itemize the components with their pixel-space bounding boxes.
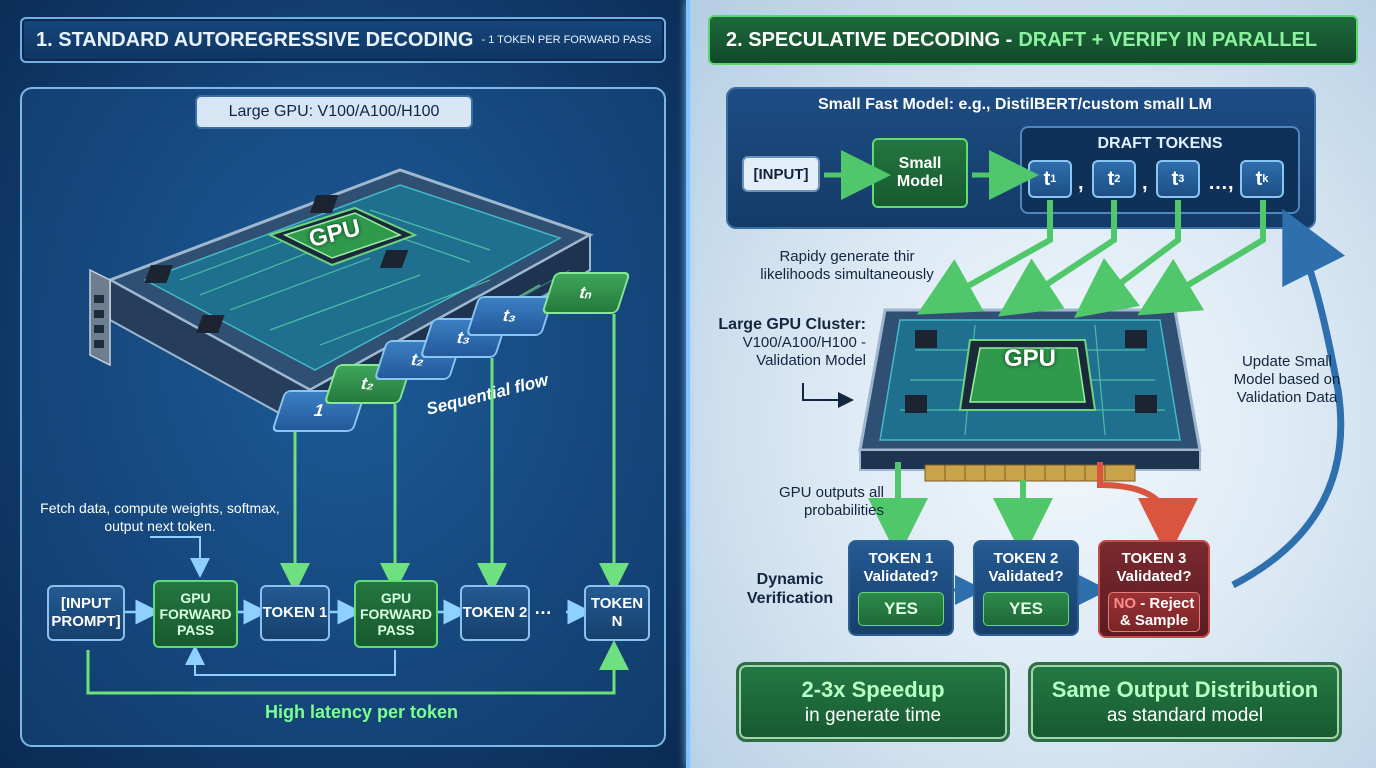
validation-3-reject-text: - Reject [1140, 594, 1195, 612]
draft-sep-2: , [1142, 172, 1148, 194]
right-title-text: 2. SPECULATIVE DECODING - [726, 28, 1013, 51]
validation-1-yes: YES [858, 592, 944, 626]
validation-token-1: TOKEN 1 Validated? YES [848, 540, 954, 636]
gpu-forward-pass-1: GPU FORWARD PASS [153, 580, 238, 648]
draft-token-2-sub: 2 [1114, 173, 1121, 185]
draft-tokens-title: DRAFT TOKENS [1097, 135, 1223, 152]
large-gpu-label: Large GPU: V100/A100/H100 [195, 95, 473, 129]
panel-divider [686, 0, 690, 768]
draft-token-2-text: t [1107, 167, 1115, 190]
draft-sep-1: , [1078, 172, 1084, 194]
fetch-note: Fetch data, compute weights, softmax, ou… [40, 500, 280, 534]
rapid-generate-note: Rapidy generate thir likelihoods simulta… [760, 248, 934, 283]
validation-3-reject: NO - Reject & Sample [1108, 592, 1200, 632]
cluster-title: Large GPU Cluster: [718, 316, 866, 333]
validation-2-yes: YES [983, 592, 1069, 626]
token-n-box: TOKEN N [584, 585, 650, 641]
flow-ellipsis: … [534, 598, 552, 618]
validation-token-2: TOKEN 2 Validated? YES [973, 540, 1079, 636]
speedup-value: 2-3x Speedup [801, 677, 945, 702]
distribution-result: Same Output Distribution as standard mod… [1028, 662, 1342, 742]
speedup-result: 2-3x Speedup in generate time [736, 662, 1010, 742]
gpu-forward-pass-2: GPU FORWARD PASS [354, 580, 438, 648]
speedup-caption: in generate time [804, 705, 942, 726]
left-title-text: 1. STANDARD AUTOREGRESSIVE DECODING [36, 28, 474, 51]
dynamic-verification-label: Dynamic Verification [746, 571, 834, 608]
draft-token-3-text: t [1171, 167, 1179, 190]
right-flow-arrows [802, 150, 1345, 605]
right-title-highlight: DRAFT + VERIFY IN PARALLEL [1018, 28, 1318, 51]
left-flow-arrows [86, 314, 629, 695]
distribution-value: Same Output Distribution [1051, 677, 1319, 702]
cluster-sub: V100/A100/H100 - Validation Model [742, 334, 866, 369]
validation-3-question: TOKEN 3 Validated? [1116, 550, 1192, 585]
draft-token-k-text: t [1255, 167, 1263, 190]
cluster-label: Large GPU Cluster: V100/A100/H100 - Vali… [706, 316, 866, 370]
distribution-caption: as standard model [1106, 705, 1264, 726]
latency-label: High latency per token [265, 702, 459, 722]
validation-3-sample-text: & Sample [1119, 612, 1189, 629]
validation-2-question: TOKEN 2 Validated? [988, 550, 1064, 585]
right-gpu-chip-label: GPU [1003, 345, 1056, 372]
left-title-sub: - 1 TOKEN PER FORWARD PASS [481, 34, 652, 46]
validation-1-question: TOKEN 1 Validated? [863, 550, 939, 585]
draft-token-3-sub: 3 [1178, 173, 1185, 185]
input-prompt-box: [INPUT PROMPT] [47, 585, 125, 641]
right-title: 2. SPECULATIVE DECODING - DRAFT + VERIFY… [708, 15, 1358, 65]
draft-sep-3: …, [1208, 172, 1234, 194]
right-input-box: [INPUT] [742, 156, 820, 192]
token-2-box: TOKEN 2 [460, 585, 530, 641]
draft-token-1-text: t [1043, 167, 1051, 190]
update-model-note: Update Small Model based on Validation D… [1233, 353, 1341, 406]
left-title: 1. STANDARD AUTOREGRESSIVE DECODING - 1 … [20, 17, 666, 63]
validation-token-3: TOKEN 3 Validated? NO - Reject & Sample [1098, 540, 1210, 638]
draft-token-k-sub: k [1262, 173, 1269, 185]
right-gpu-card-illustration [858, 308, 1202, 482]
token-1-box: TOKEN 1 [260, 585, 330, 641]
validation-3-no: NO [1113, 594, 1137, 612]
small-model-title: Small Fast Model: e.g., DistilBERT/custo… [818, 96, 1212, 113]
draft-token-1-sub: 1 [1050, 173, 1057, 185]
gpu-outputs-note: GPU outputs all probabilities [778, 484, 884, 519]
